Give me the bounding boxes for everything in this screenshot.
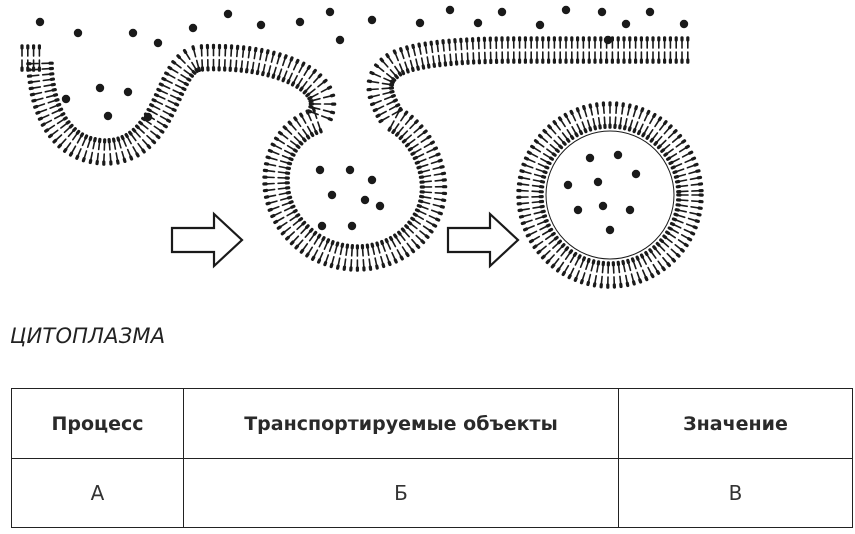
header-process: Процесс — [11, 388, 184, 459]
table-header-row: Процесс Транспортируемые объекты Значени… — [11, 388, 853, 459]
endocytosis-illustration — [20, 5, 704, 289]
process-table: Процесс Транспортируемые объекты Значени… — [11, 388, 853, 528]
cytoplasm-label: ЦИТОПЛАЗМА — [10, 324, 166, 348]
header-meaning: Значение — [618, 388, 853, 459]
transported-particles — [35, 5, 689, 235]
cell-objects: Б — [183, 458, 619, 528]
lipid-bilayer — [20, 36, 704, 289]
arrow-2-icon — [446, 211, 520, 269]
table-row: А Б В — [11, 458, 853, 528]
cell-process: А — [11, 458, 184, 528]
arrow-1-icon — [170, 211, 244, 269]
cell-meaning: В — [618, 458, 853, 528]
header-transported-objects: Транспортируемые объекты — [183, 388, 619, 459]
